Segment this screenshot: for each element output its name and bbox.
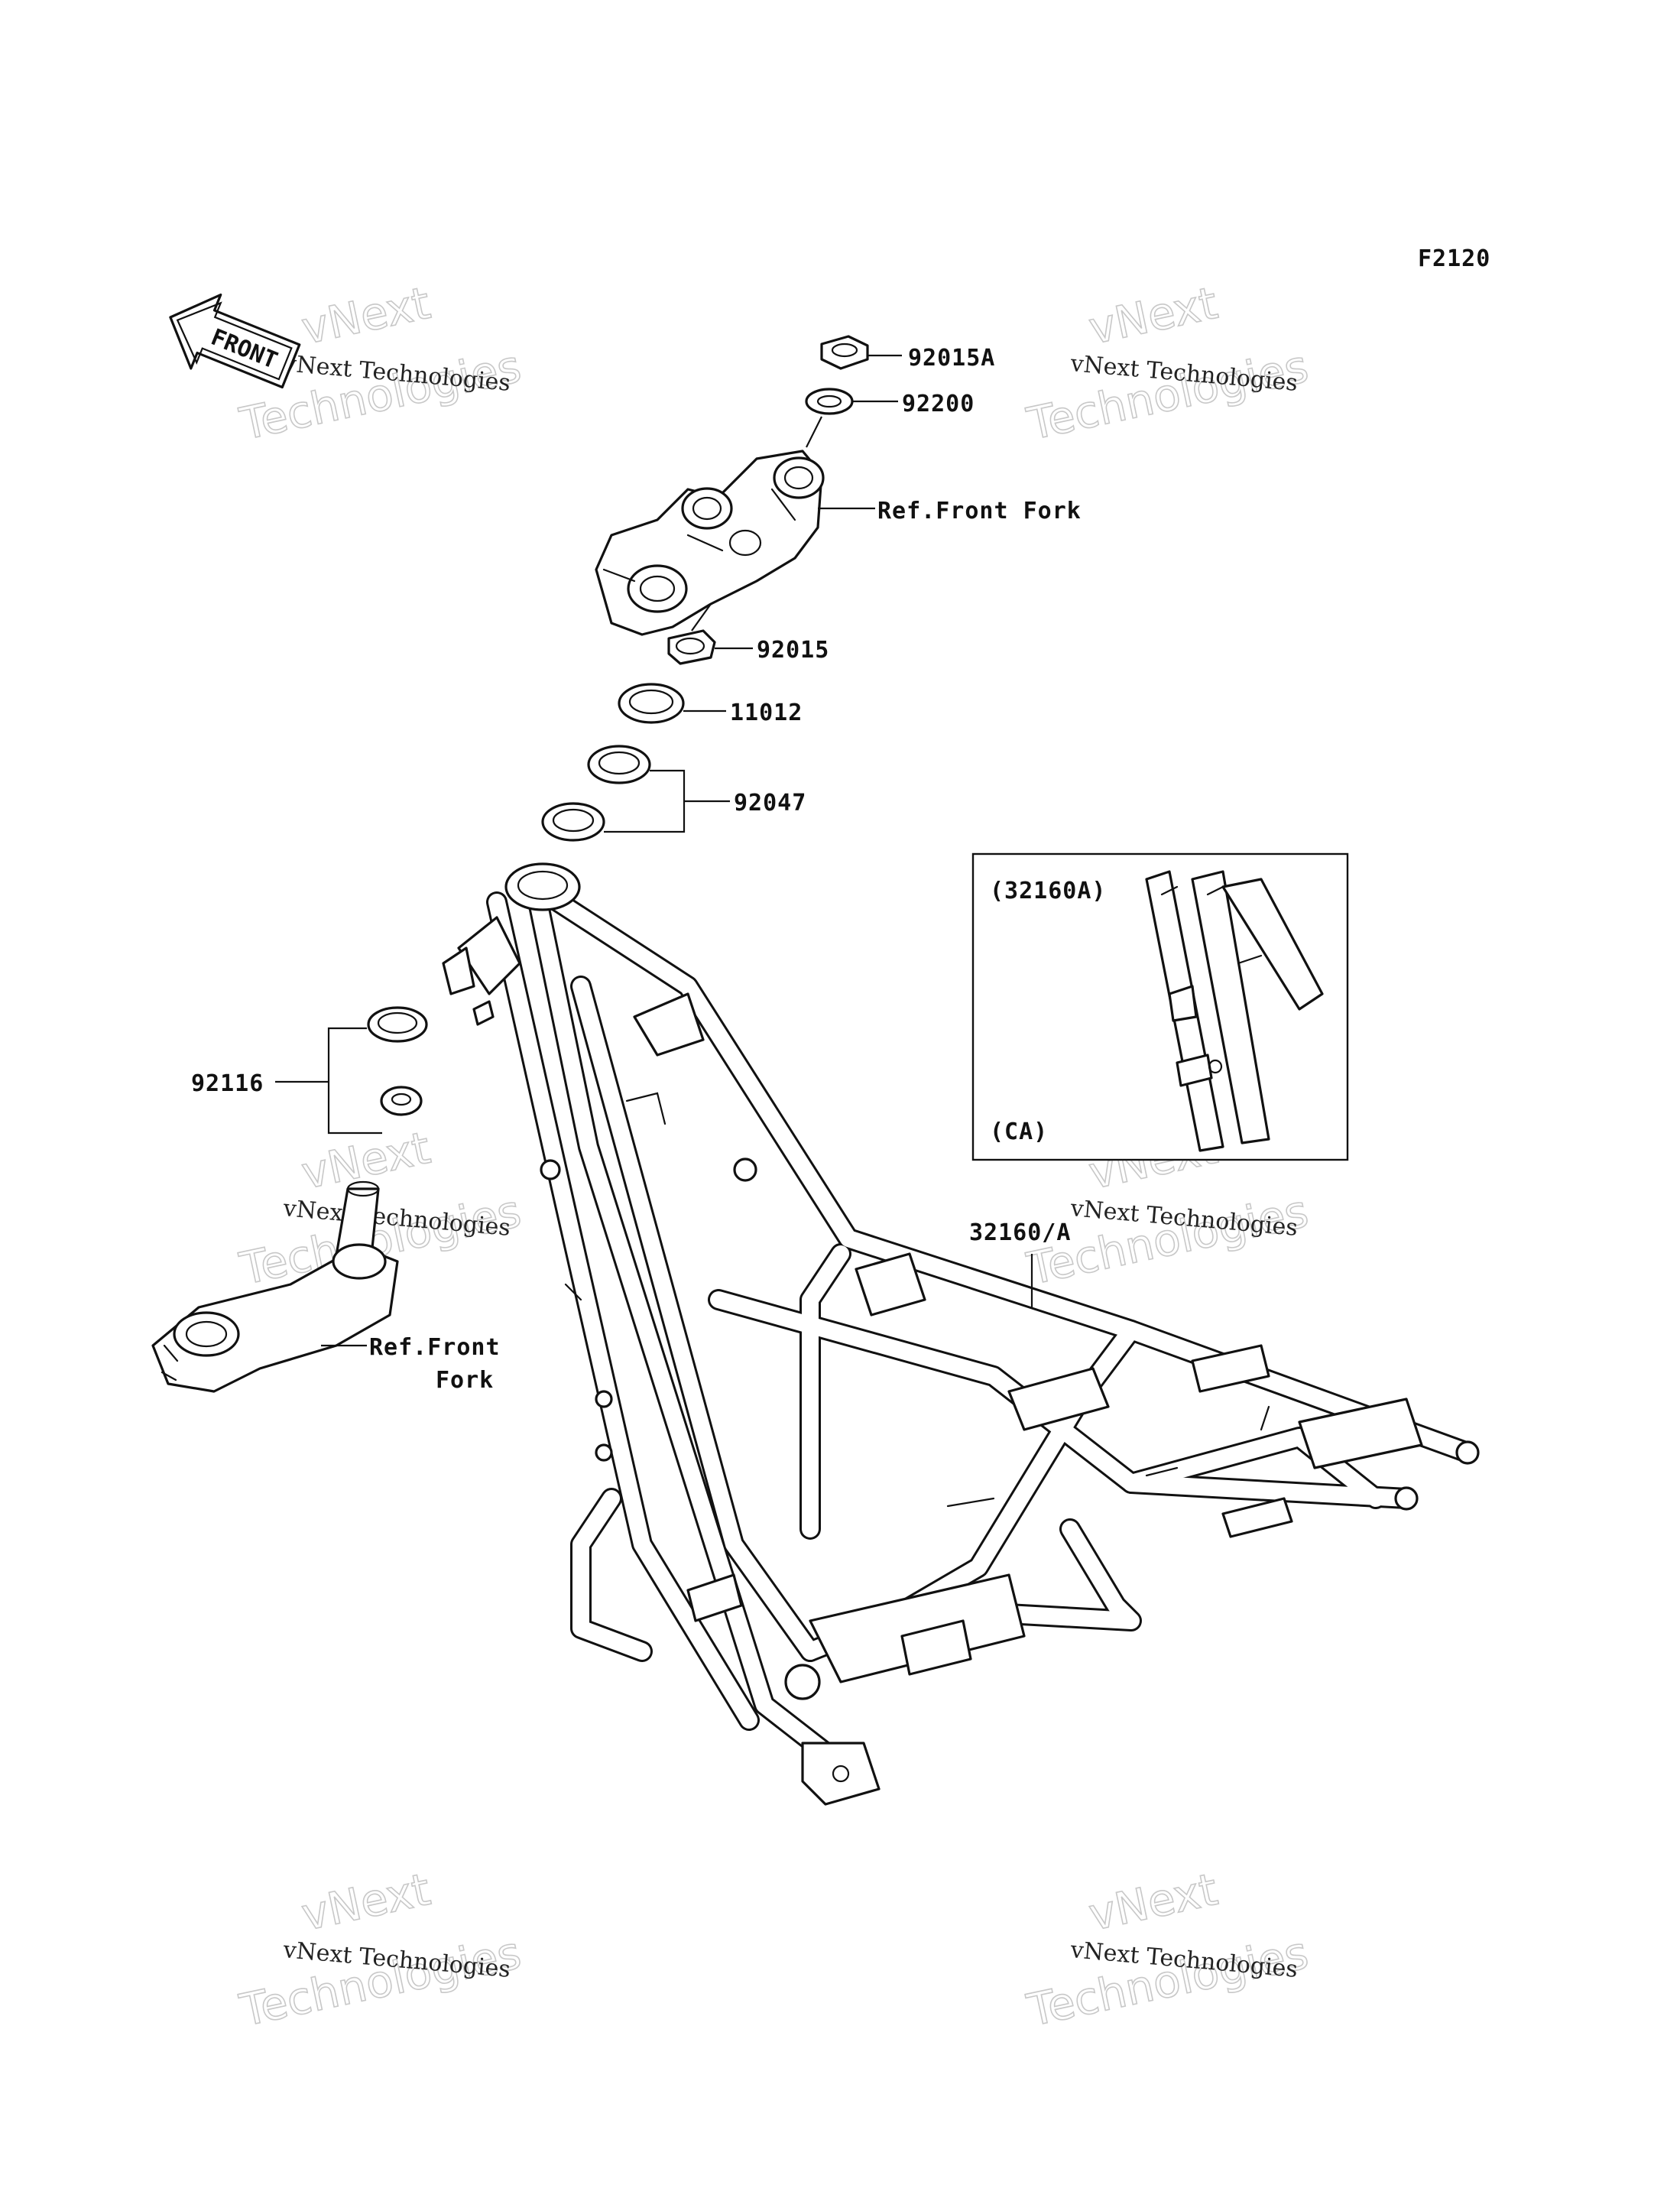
watermark-bottom-right: vNext Technologies vNext Technologies: [1022, 1862, 1313, 2037]
upper-triple-clamp: Ref.Front Fork: [595, 416, 1082, 636]
watermark-big-2: Technologies: [1023, 1927, 1313, 2037]
callout-ref-front-fork-upper: Ref.Front Fork: [877, 498, 1082, 524]
callout-11012: 11012: [730, 700, 803, 726]
steering-stem-nut-lower: 92015: [667, 603, 829, 665]
front-arrow-icon: FRONT: [169, 293, 301, 389]
watermark-big-1: vNext: [1085, 1863, 1222, 1941]
callout-92116: 92116: [191, 1070, 264, 1097]
steering-bearing-92116: 92116: [191, 1006, 428, 1135]
variant-inset: (32160A) (CA): [971, 852, 1349, 1161]
callout-92047: 92047: [734, 790, 806, 817]
callout-ref-front-fork-lower-2: Fork: [436, 1367, 494, 1394]
steering-stem-nut-top: 92015A: [820, 335, 995, 372]
watermark-top-right: vNext Technologies vNext Technologies: [1022, 276, 1313, 451]
inset-label-CA: (CA): [990, 1118, 1048, 1145]
callout-92015: 92015: [757, 637, 829, 664]
callout-ref-front-fork-lower-1: Ref.Front: [369, 1334, 501, 1361]
seal-11012: 11012: [618, 683, 803, 726]
callout-92200: 92200: [902, 391, 975, 417]
washer-92200: 92200: [805, 388, 975, 417]
watermark-big-2: Technologies: [1023, 340, 1313, 450]
watermark-big-1: vNext: [1085, 277, 1222, 355]
watermark-big-1: vNext: [297, 1863, 435, 1941]
watermark-big-2: Technologies: [235, 1927, 526, 2037]
figure-code: F2120: [1418, 245, 1490, 272]
inset-label-32160A: (32160A): [990, 878, 1107, 904]
bearing-races-92047: 92047: [541, 745, 806, 842]
main-frame-32160: 32160/A: [442, 862, 1480, 1806]
lower-triple-clamp-stem: Ref.Front Fork: [151, 1180, 501, 1394]
watermark-bottom-left: vNext Technologies vNext Technologies: [235, 1862, 526, 2037]
watermark-mid-left: vNext Technologies vNext Technologies: [235, 1121, 526, 1296]
callout-32160-A: 32160/A: [969, 1219, 1071, 1246]
watermark-big-1: vNext: [297, 277, 435, 355]
callout-92015A: 92015A: [908, 345, 995, 372]
